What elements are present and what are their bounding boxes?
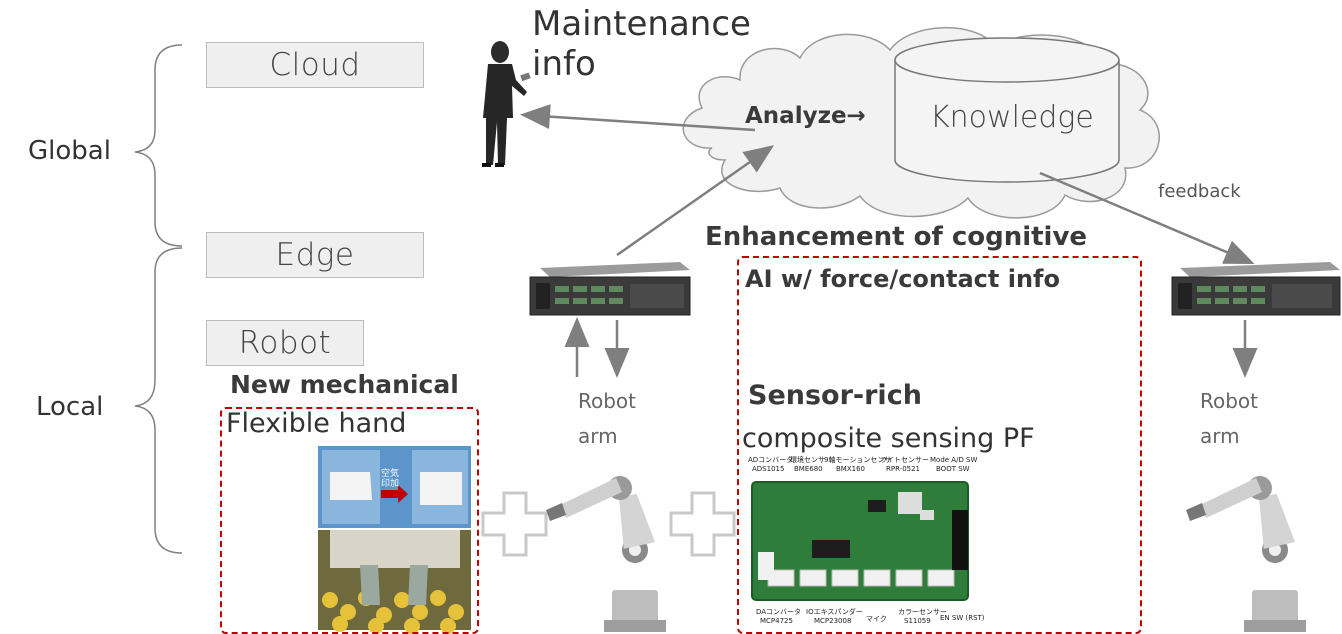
robot-arm-icon-right xyxy=(1186,476,1306,632)
local-label: Local xyxy=(36,392,104,422)
maintenance-label-line1: Maintenance xyxy=(532,4,751,44)
maintenance-label-line2: info xyxy=(532,44,596,84)
flexible-hand-photo xyxy=(318,446,471,634)
hand-photo-label2: 印加 xyxy=(381,479,400,489)
plus-icon-left xyxy=(481,491,548,557)
global-label: Global xyxy=(28,136,111,166)
knowledge-database-icon xyxy=(894,37,1120,183)
global-brace xyxy=(134,44,183,247)
cognitive-title: Enhancement of cognitive xyxy=(705,222,1088,252)
sensor-subtitle: composite sensing PF xyxy=(742,423,1035,454)
cognitive-ai-dashed-box xyxy=(737,256,1142,634)
local-brace xyxy=(134,247,183,554)
mechanical-subtitle: Flexible hand xyxy=(226,408,407,439)
sensor-board-photo xyxy=(751,481,969,601)
analyze-label: Analyze→ xyxy=(745,103,866,129)
knowledge-label: Knowledge xyxy=(930,100,1094,135)
person-icon xyxy=(482,41,531,167)
mechanical-title: New mechanical xyxy=(230,370,459,399)
cloud-tier-box: Cloud xyxy=(206,42,424,88)
robot-tier-box: Robot xyxy=(206,320,364,366)
board-label-en: EN SW (RST) xyxy=(940,614,985,622)
edge-server-icon-right xyxy=(1171,262,1341,316)
edge-to-cloud-arrow xyxy=(616,145,775,257)
cognitive-subtitle: AI w/ force/contact info xyxy=(745,265,1060,293)
robot-arm-label-left-line1: Robot xyxy=(578,389,637,413)
sensor-title: Sensor-rich xyxy=(748,380,922,411)
robot-arm-label-right-line2: arm xyxy=(1200,424,1240,448)
edge-tier-box: Edge xyxy=(206,232,424,278)
feedback-label: feedback xyxy=(1158,181,1241,202)
mechanical-dashed-box xyxy=(220,407,479,634)
board-label-mic: マイク xyxy=(866,615,887,623)
plus-icon-right xyxy=(669,491,736,557)
robot-arm-icon-left xyxy=(546,476,666,632)
hand-photo-label1: 空気 xyxy=(381,469,400,479)
maintenance-arrow xyxy=(520,104,756,132)
robot-arm-label-left-line2: arm xyxy=(578,424,618,448)
edge-server-icon-left xyxy=(529,262,691,316)
robot-arm-label-right-line1: Robot xyxy=(1200,389,1259,413)
feedback-arrow xyxy=(1039,171,1255,264)
